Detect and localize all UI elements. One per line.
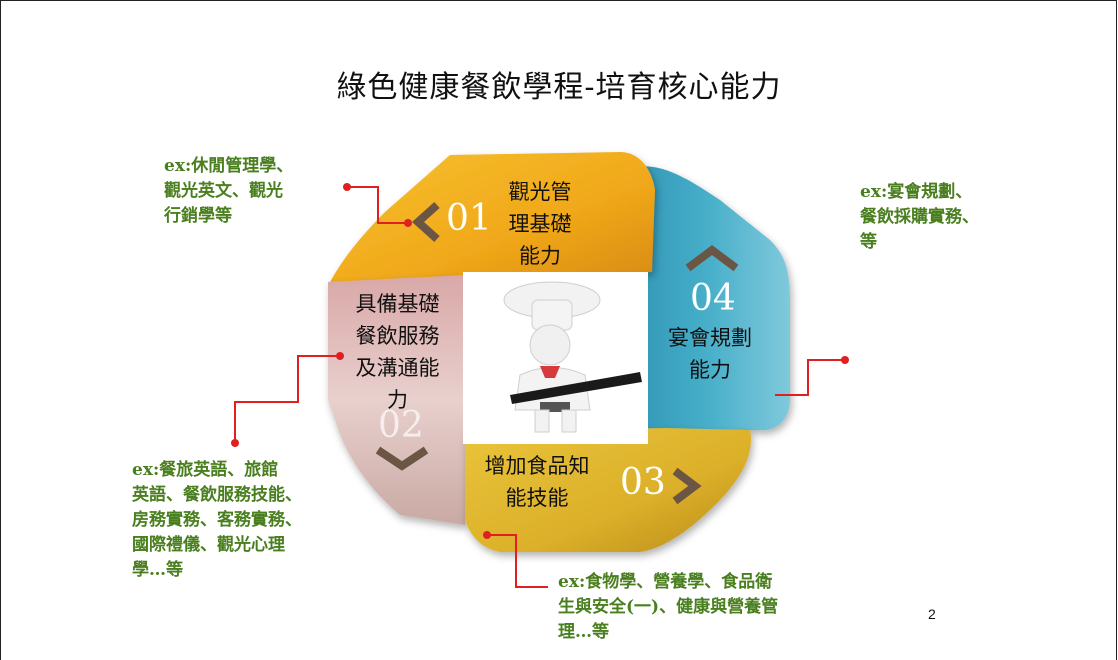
segment-02-label: 具備基礎 餐飲服務 及溝通能 力: [355, 292, 440, 412]
segment-01-shape: [330, 152, 655, 282]
segment-01-number: 01: [446, 198, 492, 239]
segment-03-label: 增加食品知 能技能: [484, 454, 590, 510]
chef-figure-icon: [503, 281, 642, 433]
connector-bottom-right: [487, 534, 548, 588]
chevron-left-icon: [412, 202, 440, 242]
connector-bottom-left: [234, 355, 340, 443]
segment-03-number: 03: [620, 462, 666, 503]
segment-02-number: 02: [378, 405, 424, 446]
example-bottom-left: ex:餐旅英語、旅館 英語、餐飲服務技能、 房務實務、客務實務、 國際禮儀、觀光…: [132, 460, 302, 580]
slide-title: 綠色健康餐飲學程-培育核心能力: [336, 70, 782, 105]
chevron-down-icon: [375, 446, 429, 471]
segment-01-label: 觀光管 理基礎 能力: [508, 180, 572, 268]
page-number: 2: [928, 606, 936, 622]
connector-top-right: [775, 359, 845, 396]
segment-04-shape: [620, 166, 790, 431]
example-top-right: ex:宴會規劃、 餐飲採購實務、 等: [860, 182, 979, 252]
segment-04-label: 宴會規劃 能力: [668, 326, 752, 382]
chevron-up-icon: [685, 245, 739, 272]
chevron-right-icon: [672, 467, 702, 505]
example-top-left: ex:休閒管理學、 觀光英文、觀光 行銷學等: [164, 156, 294, 226]
example-bottom-right: ex:食物學、營養學、食品衛 生與安全(一)、健康與營養管 理…等: [558, 572, 779, 642]
connector-top-left: [347, 186, 408, 224]
segment-02-shape: [328, 275, 465, 525]
segment-03-shape: [465, 428, 751, 552]
segment-04-number: 04: [690, 278, 736, 319]
